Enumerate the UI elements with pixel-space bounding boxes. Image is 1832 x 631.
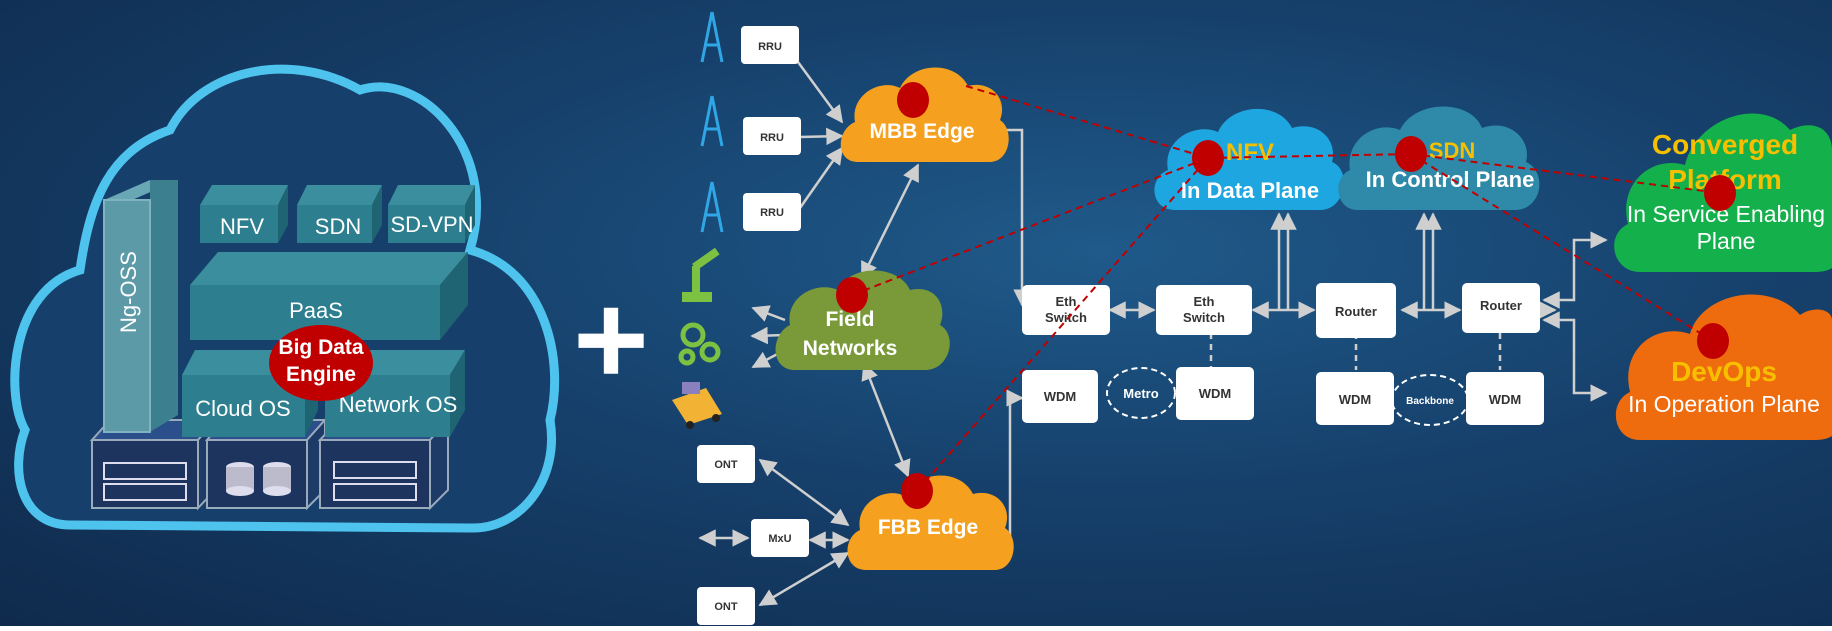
- sdn-block: SDN: [297, 185, 382, 243]
- big-data-engine-line2: Engine: [286, 363, 356, 386]
- metro-label: Metro: [1123, 386, 1158, 401]
- eth-switch-1-line2: Switch: [1045, 310, 1087, 325]
- router-2: Router: [1462, 283, 1540, 333]
- control-markers: [836, 82, 1736, 509]
- marker-devops: [1697, 323, 1729, 359]
- paas-block: PaaS: [190, 252, 468, 340]
- wdm-box-3: WDM: [1316, 372, 1394, 425]
- antenna-tower-icon: [700, 11, 724, 233]
- eth-switch-1-line1: Eth: [1056, 294, 1077, 309]
- mxu-box: MxU: [751, 519, 809, 557]
- field-networks-line1: Field: [825, 308, 874, 331]
- rru-box-1: RRU: [741, 26, 799, 64]
- converged-subtitle-line2: Plane: [1697, 228, 1756, 254]
- wdm-label-2: WDM: [1199, 386, 1232, 401]
- ont-label-1: ONT: [714, 459, 738, 471]
- gears-icon: [678, 322, 721, 366]
- marker-sdn: [1395, 136, 1427, 172]
- metro-ring: Metro: [1106, 367, 1176, 419]
- big-data-engine: Big Data Engine: [269, 325, 373, 401]
- nfv-cloud: NFV In Data Plane: [1154, 108, 1344, 210]
- wdm-box-2: WDM: [1176, 367, 1254, 420]
- plus-sign: +: [573, 266, 649, 412]
- devops-subtitle: In Operation Plane: [1628, 391, 1820, 417]
- robot-arm-icon: [682, 247, 720, 302]
- rru-label-1: RRU: [758, 41, 782, 53]
- rru-box-2: RRU: [743, 117, 801, 155]
- marker-nfv: [1192, 140, 1224, 176]
- marker-converged: [1704, 175, 1736, 211]
- eth-switch-2: Eth Switch: [1156, 285, 1252, 335]
- control-links: [851, 85, 1721, 492]
- marker-fbb-edge: [901, 473, 933, 509]
- cloud-os-label: Cloud OS: [195, 396, 290, 421]
- eth-switch-2-line1: Eth: [1194, 294, 1215, 309]
- sdn-cloud-subtitle: In Control Plane: [1366, 167, 1535, 192]
- sd-vpn-block: SD-VPN: [388, 185, 475, 243]
- ont-label-2: ONT: [714, 601, 738, 613]
- ng-oss-label: Ng-OSS: [116, 251, 141, 333]
- paas-label: PaaS: [289, 298, 343, 323]
- fbb-edge-cloud: FBB Edge: [847, 475, 1014, 570]
- rru-label-3: RRU: [760, 207, 784, 219]
- eth-switch-1: Eth Switch: [1022, 285, 1110, 335]
- rru-box-3: RRU: [743, 193, 801, 231]
- big-data-engine-line1: Big Data: [278, 336, 364, 359]
- fbb-edge-label: FBB Edge: [878, 516, 978, 539]
- database-icon: [226, 462, 291, 496]
- wdm-label-3: WDM: [1339, 392, 1372, 407]
- mbb-edge-label: MBB Edge: [870, 120, 975, 143]
- field-networks-line2: Networks: [803, 337, 898, 360]
- field-networks-cloud: Field Networks: [775, 270, 950, 370]
- rru-label-2: RRU: [760, 132, 784, 144]
- wdm-label-1: WDM: [1044, 389, 1077, 404]
- backbone-ring: Backbone: [1391, 374, 1469, 426]
- backbone-label: Backbone: [1406, 396, 1454, 407]
- sdn-block-label: SDN: [315, 214, 361, 239]
- robot-vehicle-icon: [672, 382, 722, 429]
- nfv-cloud-title: NFV: [1226, 139, 1274, 166]
- ng-oss-block: Ng-OSS: [103, 180, 178, 433]
- wdm-box-1: WDM: [1022, 370, 1098, 423]
- converged-title-line1: Converged: [1652, 129, 1798, 160]
- devops-title: DevOps: [1671, 356, 1777, 387]
- sd-vpn-block-label: SD-VPN: [390, 212, 473, 237]
- nfv-cloud-subtitle: In Data Plane: [1181, 178, 1319, 203]
- ont-box-1: ONT: [697, 445, 755, 483]
- wdm-box-4: WDM: [1466, 372, 1544, 425]
- marker-field-networks: [836, 277, 868, 313]
- wdm-label-4: WDM: [1489, 392, 1522, 407]
- router-1: Router: [1316, 283, 1396, 338]
- network-os-label: Network OS: [339, 392, 458, 417]
- marker-mbb-edge: [897, 82, 929, 118]
- mbb-edge-cloud: MBB Edge: [840, 67, 1009, 162]
- ont-box-2: ONT: [697, 587, 755, 625]
- eth-switch-2-line2: Switch: [1183, 310, 1225, 325]
- mxu-label: MxU: [768, 533, 791, 545]
- devops-cloud: DevOps In Operation Plane: [1615, 294, 1832, 440]
- nfv-block-label: NFV: [220, 214, 264, 239]
- nfv-block: NFV: [200, 185, 288, 243]
- router-2-label: Router: [1480, 298, 1522, 313]
- router-1-label: Router: [1335, 304, 1377, 319]
